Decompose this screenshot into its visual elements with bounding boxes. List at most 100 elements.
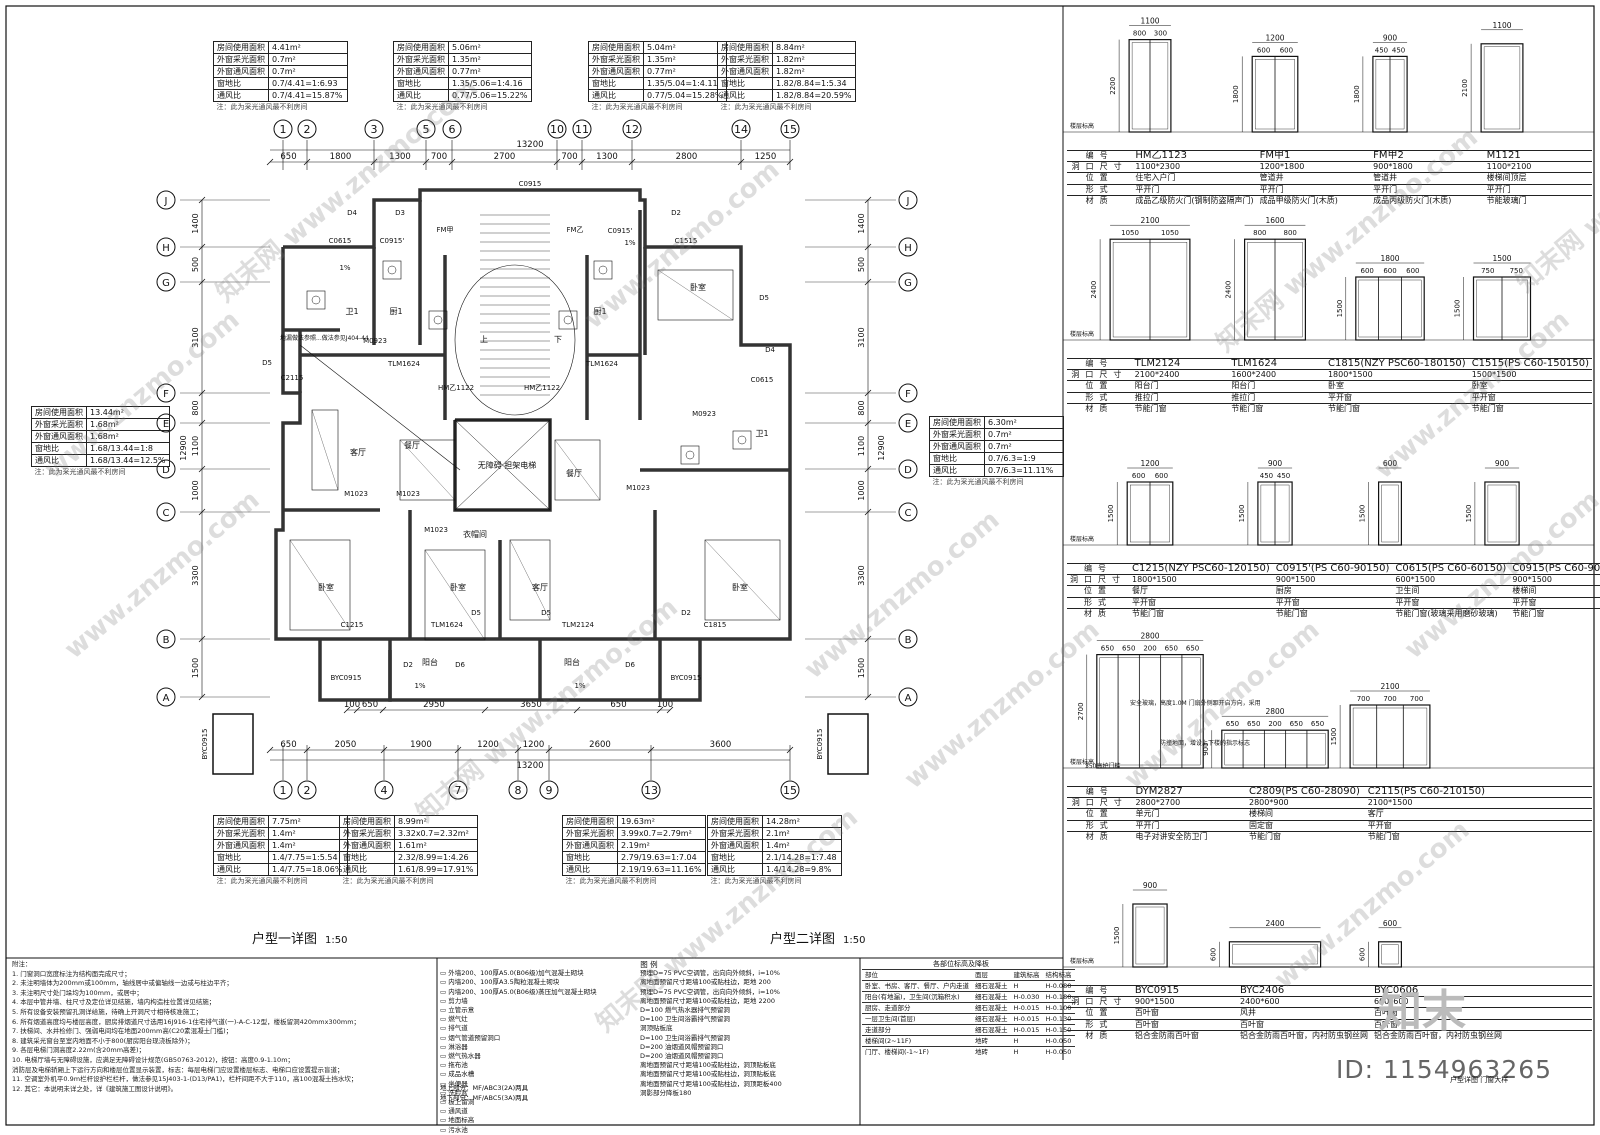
legend-item: ▭ 坐便器 (440, 1079, 468, 1088)
axis-bubble-right (898, 459, 918, 479)
area-value: 5.04m² (643, 41, 727, 54)
dim-right-tick (864, 419, 872, 427)
area-key: 外窗通风面积 (339, 839, 395, 852)
finish-cell: 厨房、走道部分 (862, 1002, 972, 1014)
elevation-width: 2400 (1265, 919, 1284, 928)
schedule-cell (1488, 808, 1592, 821)
schedule-cell: 成品乙级防火门(钢制防盗隔声门) (1132, 194, 1257, 206)
dim-bottom-inner-label: 100 (657, 700, 673, 710)
tag-label: M0923 (692, 410, 716, 418)
elevation-height: 1500 (1238, 505, 1246, 523)
dim-bottom-label: 1900 (410, 740, 432, 750)
dim-left-label: 1500 (191, 658, 200, 678)
axis-bubble-top (547, 119, 567, 139)
dim-bottom-inner-tick (481, 706, 489, 714)
elevation-height: 600 (1209, 948, 1217, 961)
axis-bubble-bottom (273, 780, 293, 800)
legend-item-right: 洞顶贴板底 (640, 1024, 673, 1033)
tag-label: C2115 (281, 374, 304, 382)
tag-label: HM乙1122 (438, 384, 474, 392)
tag-label: D5 (759, 294, 769, 302)
room-label-closet: 衣帽间 (463, 529, 487, 539)
schedule-row-label: 位置 (1067, 172, 1133, 185)
elevation-sash (1247, 241, 1303, 338)
axis-bubble-top (780, 119, 800, 139)
dim-bottom-label: 2600 (589, 740, 611, 750)
elevation-width: 2100 (1140, 216, 1159, 225)
furniture-cross (509, 539, 551, 621)
elevation-frame (1132, 903, 1168, 968)
room-label-balc1: 阳台 (422, 657, 438, 667)
area-key: 外窗采光面积 (213, 53, 269, 66)
schedule-cell: 节能玻璃门 (1483, 194, 1592, 206)
tag-label: C1215 (341, 621, 364, 629)
wall (274, 247, 320, 641)
area-value: 0.7/6.3=11.11% (984, 464, 1064, 477)
axis-bubble-right (898, 502, 918, 522)
schedule-row: 材质铝合金防雨百叶窗铝合金防雨百叶窗，内衬防虫钢丝网铝合金防雨百叶窗，内衬防虫钢… (1067, 1029, 1592, 1041)
elevation-width: 900 (1268, 459, 1283, 468)
dim-left-label: 1400 (191, 213, 200, 233)
axis-bubble-top (442, 119, 462, 139)
schedule-cell: 2100*2400 (1131, 369, 1229, 381)
tag-label: C0615 (329, 237, 352, 245)
area-note: 注：此为采光通风最不利房间 (565, 877, 657, 885)
schedule-row: 形式百叶窗百叶窗百叶窗 (1067, 1018, 1592, 1031)
axis-bubble-top (364, 119, 384, 139)
axis-bubble-top (297, 119, 317, 139)
wall (318, 639, 392, 702)
stair-ellipse (454, 264, 576, 416)
schedule-cell: 住宅入户门 (1132, 172, 1257, 185)
schedule-cell: 电子对讲安全防卫门 (1132, 830, 1246, 842)
dim-bottom-inner-label: 650 (362, 700, 378, 710)
area-value: 2.32/8.99=1:4.26 (394, 851, 478, 864)
elevation-part: 450 (1260, 472, 1273, 480)
room-label-living2: 客厅 (532, 582, 548, 592)
dim-bottom-tick (647, 746, 655, 754)
dim-left-tick (198, 693, 206, 701)
fixture-bowl (387, 265, 397, 275)
area-value: 2.79/19.63=1:7.04 (617, 851, 706, 864)
schedule-row-label: 洞口尺寸 (1067, 996, 1132, 1008)
schedule-cell: 节能门窗 (1272, 607, 1393, 619)
schedule-row-label: 洞口尺寸 (1067, 369, 1132, 381)
axis-label-right: F (905, 389, 911, 400)
schedule-row-label: 材质 (1067, 607, 1129, 619)
elevation-sash (1487, 484, 1517, 543)
schedule-cell: 楼梯间 (1509, 585, 1600, 598)
legend-item-right: D=200 油烟道风帽预留洞口 (640, 1042, 724, 1051)
dim-right-label: 500 (857, 257, 866, 272)
schedule-cell: 平开门 (1256, 183, 1371, 196)
room-label-bed3: 卧室 (450, 582, 466, 592)
schedule-row: 位置阳台门阳台门卧室卧室 (1067, 380, 1592, 393)
finish-cell: H (1010, 1046, 1043, 1058)
elevation-height: 1500 (1113, 927, 1121, 945)
dim-bottom-tick (545, 746, 553, 754)
schedule-row: 材质成品乙级防火门(钢制防盗隔声门)成品甲级防火门(木质)成品丙级防火门(木质)… (1067, 194, 1592, 206)
note-line: 11. 空调室外机平0.9m栏杆设护栏栏杆，做法参见15J403-1-(D13/… (12, 1075, 358, 1084)
dim-bottom-label: 1200 (477, 740, 499, 750)
axis-label-top: 5 (423, 123, 430, 136)
schedule-cell: 卧室 (1468, 380, 1592, 393)
area-key: 外窗通风面积 (929, 440, 985, 453)
schedule-cell: 900*1800 (1370, 161, 1484, 173)
schedule-cell: 管道井 (1256, 172, 1371, 185)
furniture-cross (424, 549, 486, 641)
tag-label: TLM1624 (387, 360, 421, 368)
schedule-row-label: 形式 (1067, 819, 1133, 832)
dim-right-tick (864, 389, 872, 397)
area-value: 4.41m² (268, 41, 348, 54)
byc-tag: BYC0915 (201, 728, 209, 759)
finish-cell: H (1010, 1035, 1043, 1047)
